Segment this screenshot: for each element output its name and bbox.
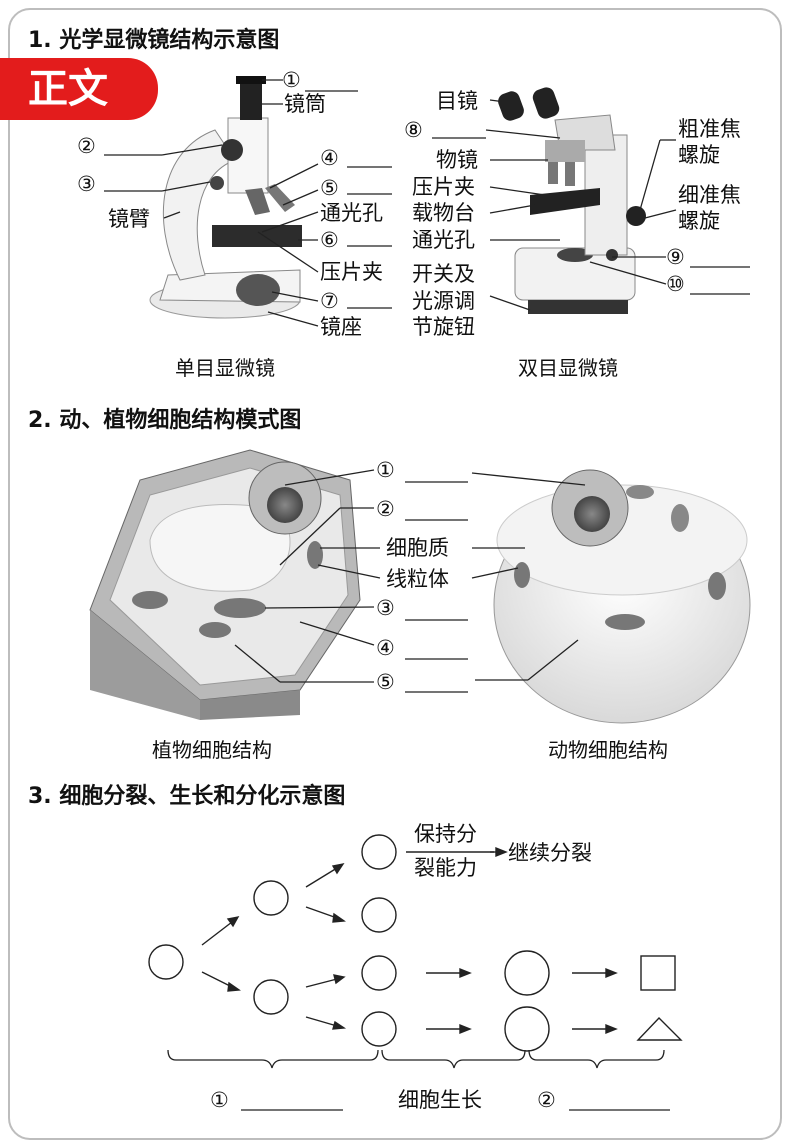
division-label-continue: 继续分裂	[508, 841, 592, 865]
animal-cell-caption: 动物细胞结构	[548, 738, 668, 762]
mono-label-clip: 压片夹	[320, 260, 383, 284]
bino-label-coarse-2: 螺旋	[678, 143, 720, 167]
bino-leaders	[432, 99, 750, 311]
mono-label-base: 镜座	[320, 315, 362, 339]
cell-label-cytoplasm: 细胞质	[386, 536, 449, 560]
mono-label-arm: 镜臂	[108, 207, 150, 231]
bino-label-clip: 压片夹	[412, 175, 475, 199]
bino-label-switch-3: 节旋钮	[412, 315, 475, 339]
mono-label-tube: 镜筒	[284, 92, 326, 116]
cell-label-n3: ③	[376, 596, 395, 620]
division-label-n2: ②	[537, 1088, 556, 1112]
section2-title: 2. 动、植物细胞结构模式图	[28, 408, 302, 433]
division-label-n1: ①	[210, 1088, 229, 1112]
cell-label-mitochondria: 线粒体	[386, 567, 449, 591]
mono-caption: 单目显微镜	[175, 356, 275, 380]
division-arrows	[201, 846, 618, 1035]
mono-leaders	[104, 79, 392, 327]
cell-leaders	[234, 469, 586, 693]
bino-label-switch-1: 开关及	[412, 262, 475, 286]
bino-label-n8: ⑧	[404, 118, 423, 142]
cell-label-n5: ⑤	[376, 670, 395, 694]
mono-label-n3: ③	[77, 172, 96, 196]
bino-label-switch-2: 光源调	[412, 289, 475, 313]
division-label-keep-2: 裂能力	[414, 856, 477, 880]
mono-label-n1: ①	[282, 68, 301, 92]
bino-caption: 双目显微镜	[518, 356, 618, 380]
division-braces	[167, 1049, 665, 1069]
badge-zhengwen: 正文	[0, 58, 158, 120]
monocular-microscope-drawing	[149, 76, 302, 319]
mono-label-n6: ⑥	[320, 228, 339, 252]
division-label-growth: 细胞生长	[398, 1088, 482, 1112]
bino-label-n9: ⑨	[666, 245, 685, 269]
binocular-microscope-drawing	[498, 87, 646, 314]
mono-label-n7: ⑦	[320, 289, 339, 313]
section1-title: 1. 光学显微镜结构示意图	[28, 28, 280, 53]
bino-label-fine-1: 细准焦	[678, 183, 741, 207]
plant-cell-drawing	[89, 449, 361, 720]
bino-label-coarse-1: 粗准焦	[678, 117, 741, 141]
mono-label-n4: ④	[320, 146, 339, 170]
bino-label-objective: 物镜	[436, 148, 478, 172]
mono-label-n5: ⑤	[320, 176, 339, 200]
cell-label-n2: ②	[376, 497, 395, 521]
cell-label-n1: ①	[376, 458, 395, 482]
bino-label-aperture: 通光孔	[412, 228, 475, 252]
mono-label-aperture: 通光孔	[320, 201, 383, 225]
animal-cell-drawing	[493, 469, 751, 724]
division-label-keep-1: 保持分	[414, 822, 477, 846]
plant-cell-caption: 植物细胞结构	[152, 738, 272, 762]
cell-label-n4: ④	[376, 636, 395, 660]
cell-division-diagram	[148, 834, 683, 1052]
bino-label-stage: 载物台	[412, 201, 475, 225]
mono-label-n2: ②	[77, 134, 96, 158]
bino-label-eyepiece: 目镜	[436, 89, 478, 113]
bino-label-n10: ⑩	[666, 272, 685, 296]
bino-label-fine-2: 螺旋	[678, 209, 720, 233]
section3-title: 3. 细胞分裂、生长和分化示意图	[28, 784, 346, 809]
